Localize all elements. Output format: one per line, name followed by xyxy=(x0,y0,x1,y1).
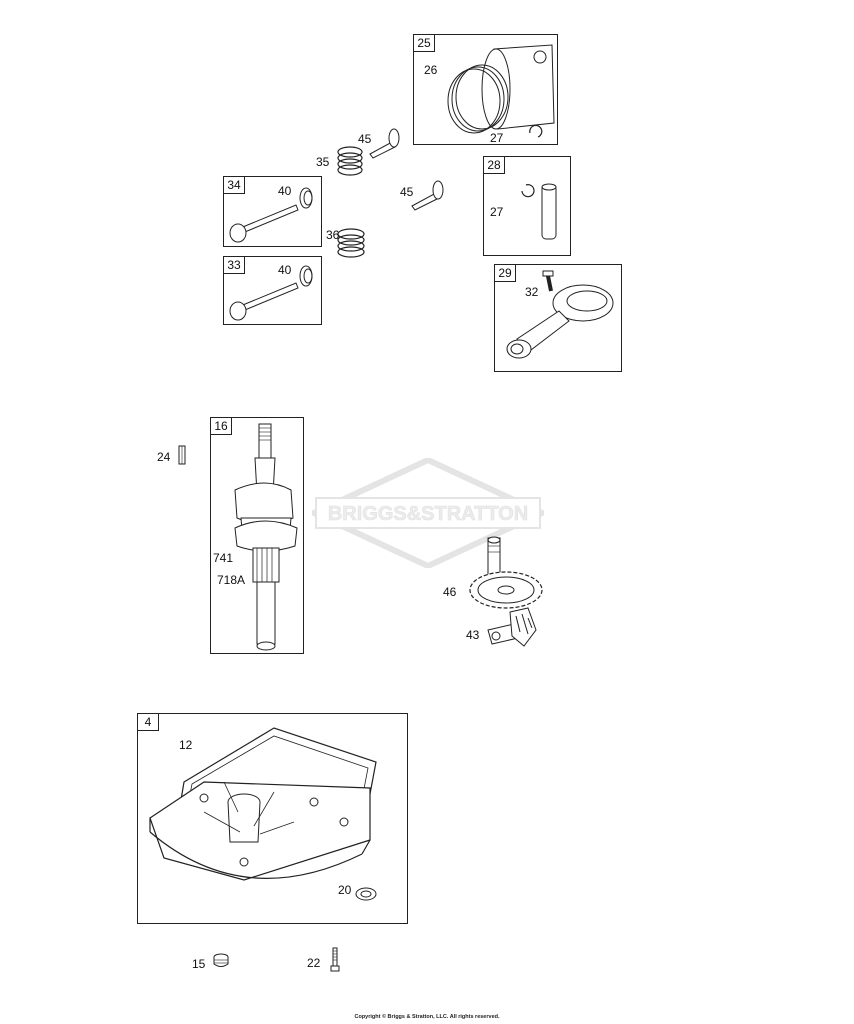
box-number-29: 29 xyxy=(495,265,516,282)
part-box-29[interactable]: 29 32 xyxy=(494,264,622,372)
valve-icon xyxy=(229,265,313,321)
briggs-stratton-watermark: BRIGGS&STRATTON xyxy=(312,458,544,568)
label-32: 32 xyxy=(525,285,539,299)
label-35: 35 xyxy=(316,155,330,169)
label-20: 20 xyxy=(338,883,352,897)
label-15: 15 xyxy=(192,957,206,971)
label-45-upper: 45 xyxy=(358,132,372,146)
watermark-text: BRIGGS&STRATTON xyxy=(328,503,528,525)
label-36: 36 xyxy=(326,228,340,242)
screw-icon xyxy=(330,947,340,972)
label-27-piston: 27 xyxy=(490,131,504,145)
label-46: 46 xyxy=(443,585,457,599)
box-number-33: 33 xyxy=(224,257,245,274)
key-icon xyxy=(178,445,186,465)
governor-assembly-icon xyxy=(487,607,537,647)
tappet-icon xyxy=(411,180,444,211)
part-box-34[interactable]: 34 40 xyxy=(223,176,322,247)
copyright-notice: Copyright © Briggs & Stratton, LLC. All … xyxy=(354,1014,500,1020)
piston-pin-icon xyxy=(521,183,557,240)
label-45-lower: 45 xyxy=(400,185,414,199)
label-40-intake: 40 xyxy=(278,263,292,277)
camshaft-gear-icon xyxy=(469,536,543,609)
part-box-4[interactable]: 4 12 20 xyxy=(137,713,408,924)
valve-icon xyxy=(229,187,313,243)
part-box-33[interactable]: 33 40 xyxy=(223,256,322,325)
part-box-28[interactable]: 28 27 xyxy=(483,156,571,256)
label-24: 24 xyxy=(157,450,171,464)
box-number-4: 4 xyxy=(138,714,159,731)
label-22: 22 xyxy=(307,956,321,970)
plug-icon xyxy=(213,953,229,967)
label-43: 43 xyxy=(466,628,480,642)
valve-spring-icon xyxy=(337,146,363,176)
label-12: 12 xyxy=(179,738,193,752)
label-27-pin: 27 xyxy=(490,205,504,219)
box-number-28: 28 xyxy=(484,157,505,174)
box-number-25: 25 xyxy=(414,35,435,52)
box-number-34: 34 xyxy=(224,177,245,194)
box-number-16: 16 xyxy=(211,418,232,435)
part-box-16[interactable]: 16 741 718A xyxy=(210,417,304,654)
label-26: 26 xyxy=(424,63,438,77)
crankshaft-icon xyxy=(234,423,298,651)
part-box-25[interactable]: 25 26 27 xyxy=(413,34,558,145)
label-718a: 718A xyxy=(217,573,246,587)
piston-icon xyxy=(447,44,555,138)
crankcase-cover-icon xyxy=(149,727,377,901)
tappet-icon xyxy=(369,128,400,159)
connecting-rod-icon xyxy=(506,270,614,359)
valve-spring-icon xyxy=(337,228,365,258)
label-40-exhaust: 40 xyxy=(278,184,292,198)
label-741: 741 xyxy=(213,551,234,565)
